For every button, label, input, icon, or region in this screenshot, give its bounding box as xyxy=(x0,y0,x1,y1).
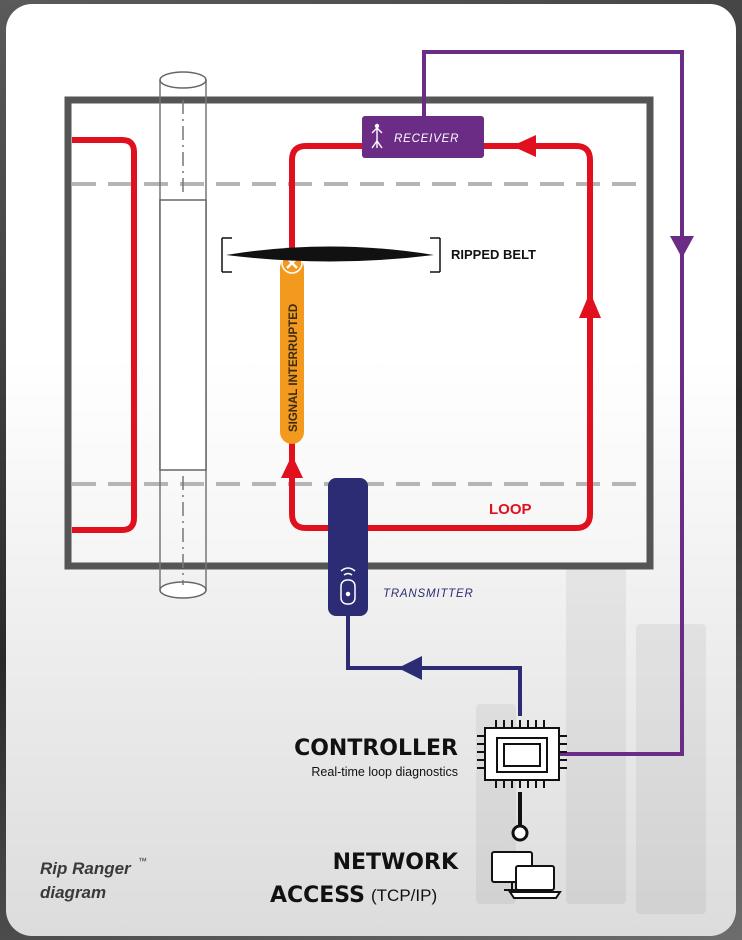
signal-interrupted-bar xyxy=(280,256,304,444)
loop-arrow-left-top xyxy=(512,135,536,157)
loop-path xyxy=(289,143,593,531)
texture-block xyxy=(636,624,706,914)
controller-title: CONTROLLER xyxy=(294,736,458,761)
loop-left-fragment xyxy=(72,137,137,533)
loop-arrow-up-left xyxy=(281,455,303,478)
ripped-belt-marker xyxy=(221,237,441,273)
chip-icon xyxy=(477,720,567,788)
caption-line1: Rip Ranger xyxy=(40,859,132,878)
network-suffix: (TCP/IP) xyxy=(371,886,437,905)
signal-interrupted-label: SIGNAL INTERRUPTED xyxy=(288,304,300,432)
computers-icon xyxy=(491,851,562,899)
receiver-arrow-down xyxy=(670,236,694,258)
transmitter-label: TRANSMITTER xyxy=(383,588,474,600)
receiver-label: RECEIVER xyxy=(394,133,459,145)
wireless-fob-icon xyxy=(340,567,356,605)
network-title-line2: ACCESS xyxy=(270,883,365,908)
caption-line2: diagram xyxy=(40,883,106,902)
antenna-icon xyxy=(371,123,383,149)
connector-node xyxy=(511,824,529,842)
loop-label: LOOP xyxy=(489,501,532,518)
controller-subtitle: Real-time loop diagnostics xyxy=(311,765,458,779)
transmitter-signal-line xyxy=(346,612,522,716)
network-title-line1: NETWORK xyxy=(333,850,459,875)
texture-block xyxy=(566,564,626,904)
ripped-belt-label: RIPPED BELT xyxy=(451,247,536,262)
receiver-signal-line xyxy=(422,50,684,756)
diagram-card xyxy=(6,4,736,936)
loop-arrow-up-right xyxy=(579,292,601,318)
transmitter-arrow-left xyxy=(398,656,422,680)
transmitter-bar xyxy=(328,478,368,616)
caption-tm: ™ xyxy=(138,856,147,866)
receiver-box xyxy=(362,116,484,158)
roller-pipe xyxy=(159,71,207,599)
